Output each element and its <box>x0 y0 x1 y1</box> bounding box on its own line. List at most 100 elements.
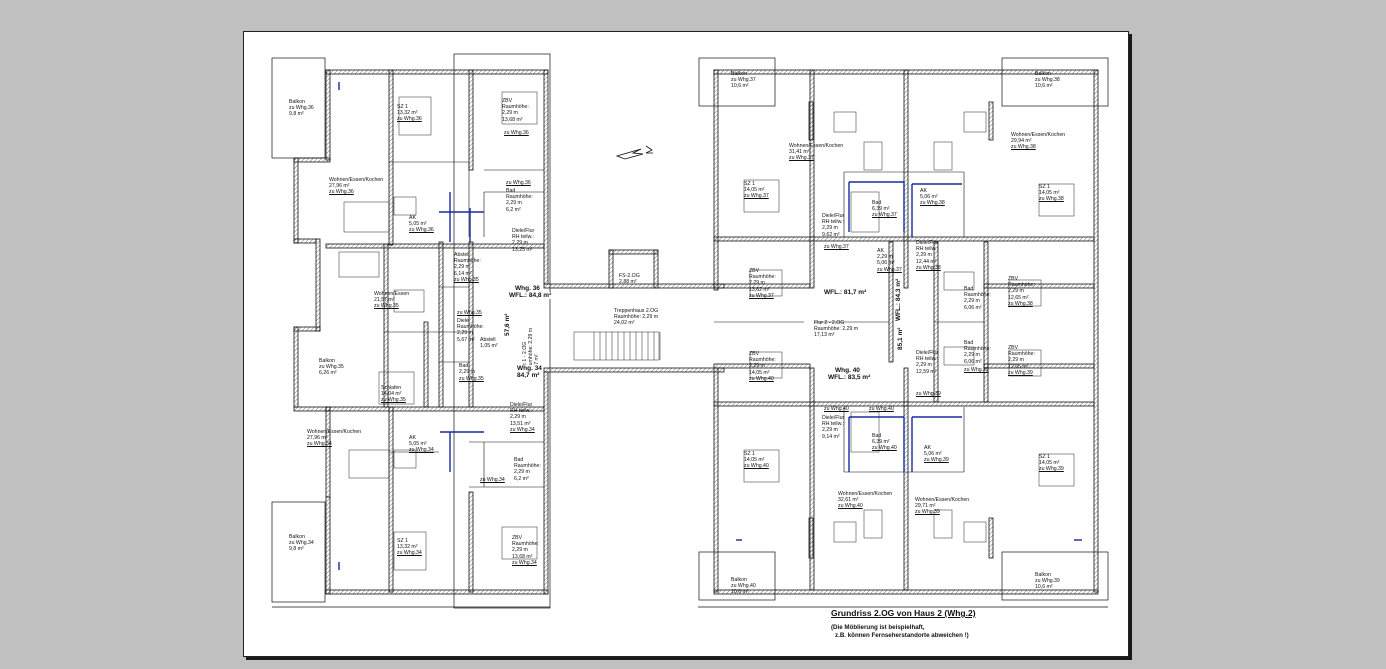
furniture-item-31 <box>943 346 975 366</box>
wfl-whg34-area: 84,7 m² <box>516 372 541 379</box>
furniture-item-24 <box>863 509 883 539</box>
owner-label-ak-40: zu Whg.40 <box>869 406 894 412</box>
wall-segment-1 <box>325 69 331 161</box>
wall-segment-13 <box>543 371 549 595</box>
furniture-item-30 <box>943 271 975 291</box>
owner-label-bad-34: zu Whg.34 <box>480 477 505 483</box>
wfl-whg38-area: WFL.: 84,3 m² <box>895 277 902 322</box>
furniture <box>338 91 1075 571</box>
wall-segment-3 <box>293 157 299 244</box>
wall-segment-17 <box>468 69 474 171</box>
owner-label-bad-39: zu Whg.39 <box>964 367 989 373</box>
wall-segment-19 <box>468 491 474 593</box>
furniture-item-16 <box>749 351 783 379</box>
furniture-item-1 <box>501 91 538 125</box>
stair-block-outline <box>453 53 551 609</box>
wall-segment-48 <box>988 101 994 141</box>
wall-segment-25 <box>543 367 725 373</box>
furniture-item-20 <box>863 141 883 171</box>
floor-plan <box>271 53 1109 609</box>
wall-segment-12 <box>543 69 549 285</box>
north-arrow-icon <box>615 148 644 160</box>
furniture-item-12 <box>743 449 780 483</box>
owner-label-bad-35: zu Whg.35 <box>459 376 484 382</box>
wall-segment-10 <box>325 589 549 595</box>
owner-label-diele-35: zu Whg.35 <box>457 310 482 316</box>
wall-segment-18 <box>388 406 394 593</box>
furniture-item-14 <box>1038 453 1075 487</box>
wall-segment-22 <box>383 243 389 408</box>
furniture-item-15 <box>749 269 783 297</box>
wall-segment-39 <box>713 401 1095 407</box>
furniture-item-26 <box>963 521 987 543</box>
drawing-note-line-1: (Die Möblierung ist beispielhaft, <box>831 624 925 631</box>
wall-segment-11 <box>325 496 331 595</box>
wfl-whg36-area: WFL.: 84,8 m² <box>508 292 553 299</box>
wall-segment-2 <box>293 157 331 163</box>
wall-segment-15 <box>325 406 545 412</box>
owner-label-flur-40: zu Whg.40 <box>824 406 849 412</box>
wall-segment-50 <box>988 517 994 559</box>
drawing-note: (Die Möblierung ist beispielhaft, z.B. k… <box>831 624 969 640</box>
furniture-item-18 <box>1008 349 1042 377</box>
wall-segment-43 <box>983 363 1095 369</box>
wall-segment-42 <box>983 283 1095 289</box>
wall-segment-36 <box>809 367 815 591</box>
wall-segment-9 <box>325 406 331 498</box>
inner-lines <box>384 161 984 488</box>
wall-segment-21 <box>468 241 474 408</box>
wall-segment-35 <box>903 69 909 289</box>
furniture-item-29 <box>850 411 880 453</box>
thin-outlines <box>271 53 1109 609</box>
wall-segment-33 <box>1093 69 1099 593</box>
furniture-item-7 <box>348 449 390 479</box>
wall-segment-7 <box>293 326 299 408</box>
owner-label-flur-37: zu Whg.37 <box>824 244 849 250</box>
drawing-note-line-2: z.B. können Fernseherstandorte abweichen… <box>835 632 969 639</box>
owner-label-flur-39: zu Whg.39 <box>916 391 941 397</box>
wfl-whg37-area: WFL.: 81,7 m² <box>823 289 868 296</box>
drawing-title: Grundriss 2.OG von Haus 2 (Whg.2) <box>831 608 976 618</box>
furniture-item-4 <box>338 251 380 278</box>
wfl-whg35-area: 57,6 m² <box>504 312 511 337</box>
owner-label-zbv-36: zu Whg.36 <box>504 130 529 136</box>
furniture-item-13 <box>1038 183 1075 217</box>
balkon-outline-34 <box>271 501 326 603</box>
wfl-whg40-area: WFL.: 83,5 m² <box>827 374 872 381</box>
wall-segment-47 <box>808 101 814 141</box>
wall-segment-26 <box>608 249 614 289</box>
furniture-item-8 <box>393 449 417 469</box>
